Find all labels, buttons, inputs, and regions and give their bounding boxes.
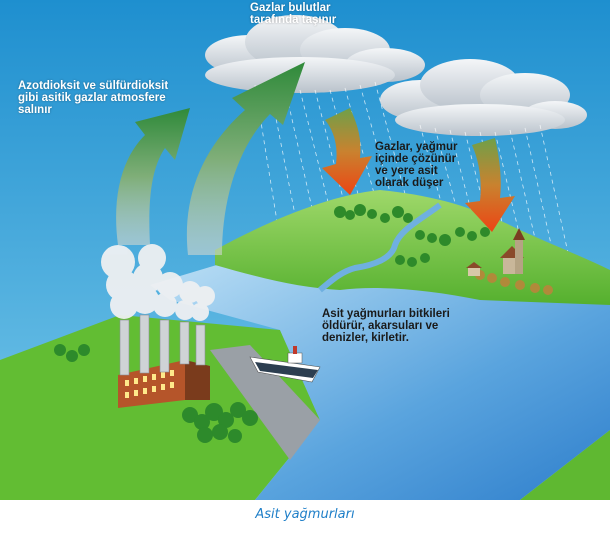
gas-rise-arrow <box>116 108 190 245</box>
shore <box>520 430 610 500</box>
acid-fall-arrow <box>322 108 372 195</box>
church-icon <box>466 228 525 276</box>
gas-rise-arrow <box>186 62 305 255</box>
damage-label: Asit yağmurları bitkileri öldürür, akars… <box>322 308 450 344</box>
clouds-label: Gazlar bulutlar tarafında taşınır <box>250 2 337 26</box>
hill <box>215 190 610 305</box>
road <box>210 345 320 460</box>
cloud-icon <box>380 59 587 136</box>
tree-icon <box>334 204 490 267</box>
sea <box>150 255 610 500</box>
river-icon <box>318 202 442 293</box>
dissolve-label: Gazlar, yağmur içinde çözünür ve yere as… <box>375 141 458 189</box>
smokestack-icon <box>119 314 206 376</box>
acid-fall-arrow <box>465 138 515 232</box>
ship-icon <box>249 346 321 383</box>
caption: Asit yağmurları <box>255 507 355 522</box>
tree-icon <box>54 344 258 443</box>
smoke <box>101 244 215 321</box>
emission-label: Azotdioksit ve sülfürdioksit gibi asitik… <box>18 80 169 116</box>
acid-rain-diagram <box>0 0 610 500</box>
